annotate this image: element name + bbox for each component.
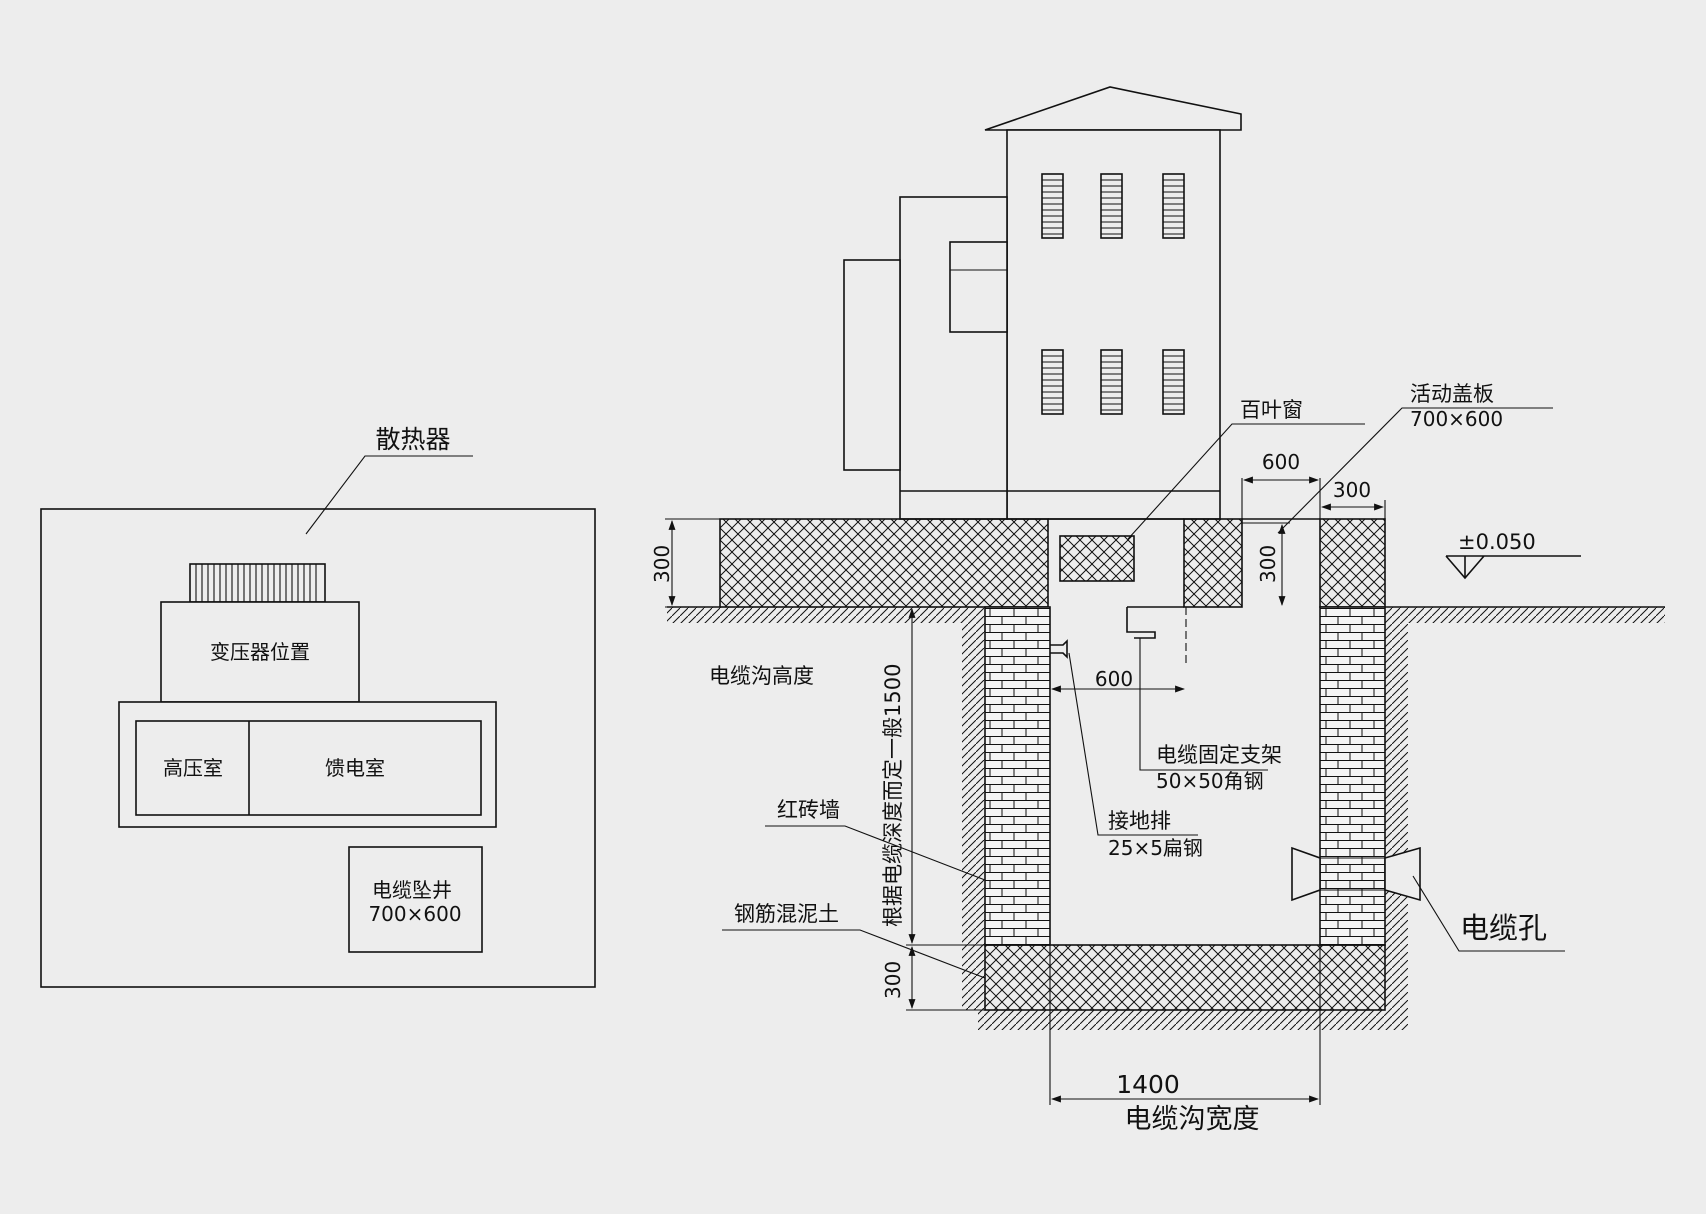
concrete-label: 钢筋混泥土	[734, 902, 839, 926]
bracket-spec: 50×50角钢	[1156, 769, 1264, 793]
depth-note: 根据电缆深度而定一般1500	[881, 664, 905, 927]
foundation-slab	[719, 518, 1049, 608]
dim-top-slab: 300	[650, 518, 720, 608]
louver-leader	[1127, 423, 1365, 540]
cover-label: 活动盖板	[1410, 382, 1494, 406]
ground-bar-label: 接地排	[1108, 809, 1171, 833]
hv-room-label: 高压室	[163, 756, 223, 780]
svg-text:1400: 1400	[1116, 1070, 1180, 1099]
concrete-leader	[722, 929, 986, 979]
ground-bar-leader	[1068, 652, 1198, 836]
ground-bar-spec: 25×5扁钢	[1108, 836, 1203, 860]
plan-view: 变压器位置 高压室 馈电室 电缆坠井 700×600 散热器	[40, 425, 596, 988]
dim-cover-depth: 300	[1242, 522, 1290, 606]
radiator-label: 散热器	[375, 425, 450, 454]
transformer-position-box	[160, 601, 360, 703]
side-door	[949, 241, 1008, 333]
substation-building	[843, 86, 1242, 520]
svg-text:600: 600	[1095, 667, 1133, 691]
brick-wall-left	[984, 606, 1051, 946]
ground-bar	[1050, 639, 1068, 659]
vent-block	[1059, 535, 1135, 582]
trench-height-label: 电缆沟高度	[709, 664, 814, 688]
brick-wall-right	[1319, 606, 1386, 946]
louver-label: 百叶窗	[1240, 398, 1303, 422]
elevation-label: ±0.050	[1458, 530, 1536, 554]
cover-support-right	[1319, 518, 1386, 608]
brick-wall-leader	[765, 825, 986, 881]
dim-bottom-slab: 300	[881, 946, 985, 1011]
trench-width-label: 电缆沟宽度	[1125, 1104, 1260, 1135]
cable-shaft-size: 700×600	[368, 902, 461, 926]
cable-hole-label: 电缆孔	[1460, 911, 1547, 945]
cover-size: 700×600	[1410, 407, 1503, 431]
cable-shaft-label: 电缆坠井	[372, 878, 452, 902]
section-view: ±0.050 300 300 600 300	[650, 86, 1665, 1135]
side-panel	[843, 259, 901, 471]
svg-text:600: 600	[1262, 450, 1300, 474]
cable-shaft-box	[348, 846, 483, 953]
dim-trench-width: 1400 电缆沟宽度	[1049, 945, 1321, 1135]
vent-louvers	[1041, 173, 1185, 415]
dim-bracket-spacing: 600	[1051, 667, 1185, 693]
svg-text:300: 300	[881, 961, 905, 999]
transformer-label: 变压器位置	[210, 640, 310, 664]
bottom-slab	[984, 944, 1386, 1011]
bracket-leader	[1139, 638, 1268, 771]
dim-wall-thickness: 300	[1321, 478, 1386, 519]
svg-text:300: 300	[650, 545, 674, 583]
brick-wall-label: 红砖墙	[777, 798, 840, 822]
radiator-leader	[305, 455, 473, 535]
elevation-marker: ±0.050	[1445, 530, 1581, 580]
cable-hole-leader	[1412, 875, 1565, 952]
svg-text:300: 300	[1256, 545, 1280, 583]
switchgear-inner-box	[135, 720, 482, 816]
roof	[984, 86, 1242, 131]
svg-text:300: 300	[1333, 478, 1371, 502]
cover-support-left	[1183, 518, 1243, 608]
dim-cover-width: 600	[1241, 450, 1321, 519]
cable-hole	[1291, 846, 1421, 902]
feeder-room-label: 馈电室	[325, 756, 385, 780]
dim-trench-depth: 根据电缆深度而定一般1500	[881, 606, 985, 946]
radiator-fins	[189, 563, 326, 603]
cover-leader	[1277, 407, 1553, 534]
ground-line	[667, 606, 1665, 1030]
bracket-label: 电缆固定支架	[1156, 743, 1282, 767]
cable-bracket	[1126, 607, 1156, 639]
